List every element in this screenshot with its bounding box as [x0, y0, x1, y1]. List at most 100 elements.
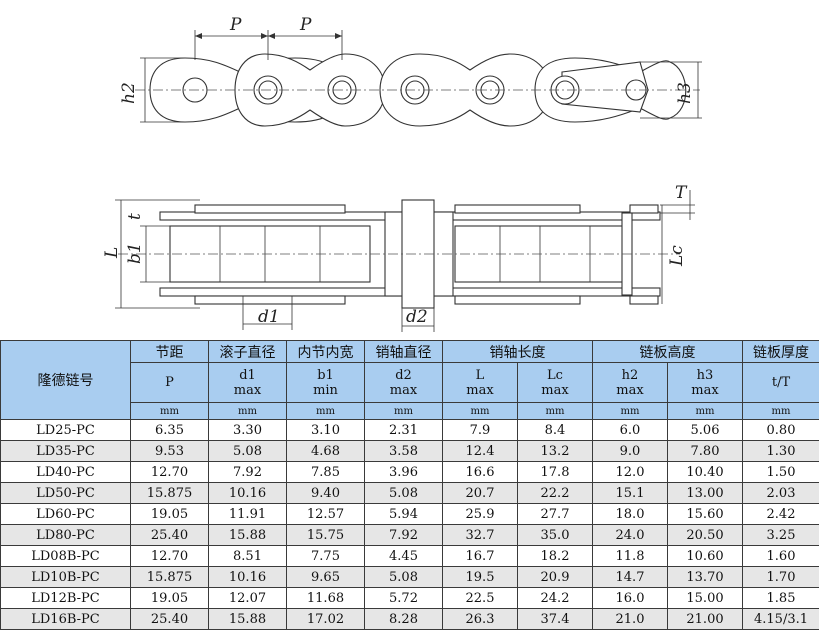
value-cell: 19.05 — [131, 588, 209, 609]
value-cell: 9.0 — [593, 441, 668, 462]
value-cell: 18.2 — [518, 546, 593, 567]
value-cell: 10.60 — [668, 546, 743, 567]
value-cell: 8.51 — [209, 546, 287, 567]
col-unit: mm — [131, 403, 209, 420]
value-cell: 1.85 — [743, 588, 819, 609]
t-label: t — [125, 213, 145, 220]
value-cell: 35.0 — [518, 525, 593, 546]
value-cell: 7.80 — [668, 441, 743, 462]
value-cell: 7.9 — [443, 420, 518, 441]
value-cell: 19.5 — [443, 567, 518, 588]
pitch-label-2: P — [299, 15, 312, 35]
value-cell: 2.42 — [743, 504, 819, 525]
d1-label: d1 — [258, 307, 280, 327]
value-cell: 1.50 — [743, 462, 819, 483]
value-cell: 9.40 — [287, 483, 365, 504]
value-cell: 15.88 — [209, 525, 287, 546]
col-unit: mm — [743, 403, 819, 420]
model-header: 隆德链号 — [1, 341, 131, 420]
value-cell: 24.0 — [593, 525, 668, 546]
value-cell: 11.68 — [287, 588, 365, 609]
value-cell: 10.16 — [209, 567, 287, 588]
value-cell: 24.2 — [518, 588, 593, 609]
model-cell: LD12B-PC — [1, 588, 131, 609]
value-cell: 25.40 — [131, 609, 209, 630]
value-cell: 18.0 — [593, 504, 668, 525]
pitch-label-1: P — [229, 15, 242, 35]
model-cell: LD60-PC — [1, 504, 131, 525]
value-cell: 3.58 — [365, 441, 443, 462]
value-cell: 1.70 — [743, 567, 819, 588]
model-cell: LD40-PC — [1, 462, 131, 483]
value-cell: 5.72 — [365, 588, 443, 609]
chain-technical-drawing: P P h2 h3 L b1 t T Lc d1 d2 — [0, 0, 819, 340]
model-cell: LD16B-PC — [1, 609, 131, 630]
value-cell: 20.9 — [518, 567, 593, 588]
value-cell: 12.57 — [287, 504, 365, 525]
value-cell: 11.8 — [593, 546, 668, 567]
value-cell: 3.96 — [365, 462, 443, 483]
value-cell: 13.70 — [668, 567, 743, 588]
col-plate-height-zh: 链板高度 — [593, 341, 743, 363]
value-cell: 17.8 — [518, 462, 593, 483]
value-cell: 15.00 — [668, 588, 743, 609]
chain-side-view — [135, 30, 702, 126]
value-cell: 32.7 — [443, 525, 518, 546]
value-cell: 22.5 — [443, 588, 518, 609]
value-cell: 5.08 — [365, 483, 443, 504]
col-unit: mm — [365, 403, 443, 420]
model-cell: LD35-PC — [1, 441, 131, 462]
value-cell: 7.75 — [287, 546, 365, 567]
value-cell: 15.875 — [131, 483, 209, 504]
value-cell: 5.06 — [668, 420, 743, 441]
model-cell: LD10B-PC — [1, 567, 131, 588]
value-cell: 4.45 — [365, 546, 443, 567]
value-cell: 7.92 — [365, 525, 443, 546]
value-cell: 15.875 — [131, 567, 209, 588]
col-pin-length-zh: 销轴长度 — [443, 341, 593, 363]
value-cell: 14.7 — [593, 567, 668, 588]
col-unit: mm — [209, 403, 287, 420]
value-cell: 11.91 — [209, 504, 287, 525]
model-cell: LD80-PC — [1, 525, 131, 546]
value-cell: 1.60 — [743, 546, 819, 567]
value-cell: 0.80 — [743, 420, 819, 441]
value-cell: 3.10 — [287, 420, 365, 441]
col-sym: P — [131, 363, 209, 403]
value-cell: 6.0 — [593, 420, 668, 441]
value-cell: 16.7 — [443, 546, 518, 567]
value-cell: 15.1 — [593, 483, 668, 504]
value-cell: 6.35 — [131, 420, 209, 441]
value-cell: 10.16 — [209, 483, 287, 504]
value-cell: 3.25 — [743, 525, 819, 546]
value-cell: 17.02 — [287, 609, 365, 630]
value-cell: 25.9 — [443, 504, 518, 525]
value-cell: 16.6 — [443, 462, 518, 483]
col-roller-dia-zh: 滚子直径 — [209, 341, 287, 363]
col-pin-dia-zh: 销轴直径 — [365, 341, 443, 363]
value-cell: 2.31 — [365, 420, 443, 441]
value-cell: 37.4 — [518, 609, 593, 630]
model-cell: LD25-PC — [1, 420, 131, 441]
value-cell: 5.94 — [365, 504, 443, 525]
value-cell: 21.00 — [668, 609, 743, 630]
col-unit: mm — [287, 403, 365, 420]
value-cell: 16.0 — [593, 588, 668, 609]
Lc-label: Lc — [667, 245, 687, 267]
value-cell: 12.70 — [131, 546, 209, 567]
